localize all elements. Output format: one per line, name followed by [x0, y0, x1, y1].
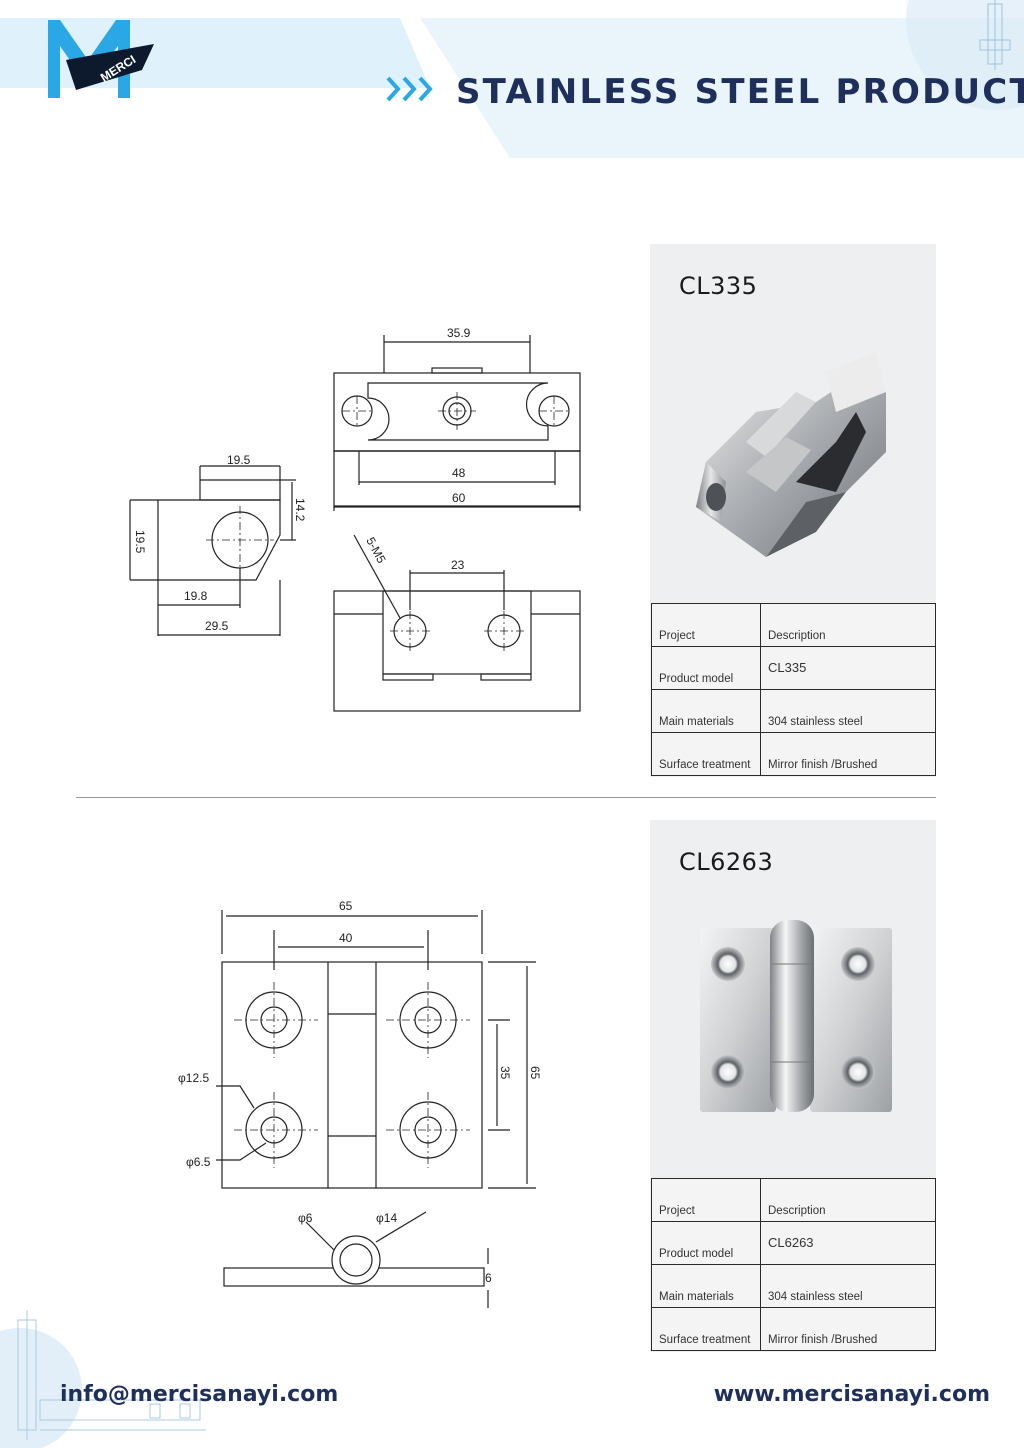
spec-row: Surface treatment Mirror finish /Brushed: [652, 1308, 935, 1350]
product-card-cl335: CL335 Project Description Product model …: [650, 244, 936, 777]
footer-website-link[interactable]: www.mercisanayi.com: [713, 1382, 990, 1407]
spec-key: Product model: [652, 1222, 761, 1264]
cl335-technical-drawing: 35.9 48 60 19.5 14.2 19.5 19.8 29.5 5-M5…: [129, 326, 581, 712]
spec-key: Project: [652, 1179, 761, 1221]
spec-table: Project Description Product model CL6263…: [651, 1178, 936, 1351]
product-card-cl6263: CL6263 Project Description Product: [650, 820, 936, 1352]
cl6263-product-photo: [700, 920, 892, 1112]
spec-row: Main materials 304 stainless steel: [652, 690, 935, 733]
spec-value: Description: [768, 1205, 826, 1217]
dim-label: 35.9: [447, 326, 471, 340]
product-model-title: CL335: [679, 272, 758, 300]
dim-label: 6: [485, 1271, 492, 1285]
spec-row: Product model CL6263: [652, 1222, 935, 1265]
dim-label: φ14: [376, 1211, 397, 1225]
spec-row: Surface treatment Mirror finish /Brushed: [652, 733, 935, 775]
dim-label: 35: [498, 1066, 512, 1080]
page-title: STAINLESS STEEL PRODUCTS: [456, 72, 1024, 112]
spec-key: Main materials: [652, 1265, 761, 1307]
spec-table: Project Description Product model CL335 …: [651, 603, 936, 776]
spec-value: CL6263: [768, 1235, 814, 1250]
product-model-title: CL6263: [679, 848, 774, 876]
dim-label: 5-M5: [363, 535, 388, 566]
blueprint-decoration: [0, 1310, 206, 1448]
spec-value: Mirror finish /Brushed: [768, 759, 878, 771]
chevrons-icon: [386, 76, 433, 102]
footer-email-link[interactable]: info@mercisanayi.com: [60, 1382, 339, 1407]
dim-label: 19.8: [184, 589, 208, 603]
spec-key: Surface treatment: [652, 733, 761, 775]
dim-label: 23: [451, 558, 465, 572]
spec-value: 304 stainless steel: [768, 1291, 863, 1303]
spec-value: Description: [768, 630, 826, 642]
spec-row: Main materials 304 stainless steel: [652, 1265, 935, 1308]
spec-row: Project Description: [652, 1179, 935, 1222]
dim-label: 48: [452, 466, 466, 480]
spec-value: Mirror finish /Brushed: [768, 1334, 878, 1346]
spec-value: CL335: [768, 660, 807, 675]
section-divider: [76, 797, 936, 798]
dim-label: 14.2: [293, 498, 307, 522]
dim-label: 60: [452, 491, 466, 505]
spec-key: Product model: [652, 647, 761, 689]
spec-key: Surface treatment: [652, 1308, 761, 1350]
dim-label: φ6: [298, 1211, 313, 1225]
dim-label: 65: [528, 1066, 542, 1080]
spec-row: Project Description: [652, 604, 935, 647]
spec-key: Project: [652, 604, 761, 646]
dim-label: 19.5: [133, 530, 147, 554]
dim-label: φ12.5: [178, 1071, 209, 1085]
dim-label: 29.5: [205, 619, 229, 633]
cl335-product-photo: [696, 352, 886, 557]
merci-logo: MERCI: [48, 20, 154, 98]
spec-value: 304 stainless steel: [768, 716, 863, 728]
spec-row: Product model CL335: [652, 647, 935, 690]
blueprint-decoration: [906, 0, 1024, 110]
spec-key: Main materials: [652, 690, 761, 732]
dim-label: 65: [339, 899, 353, 913]
dim-label: 19.5: [227, 453, 251, 467]
dim-label: 40: [339, 931, 353, 945]
dim-label: φ6.5: [186, 1155, 211, 1169]
cl6263-technical-drawing: 65 40 φ12.5 φ6.5 35 65 φ6 φ14 6: [178, 899, 542, 1308]
